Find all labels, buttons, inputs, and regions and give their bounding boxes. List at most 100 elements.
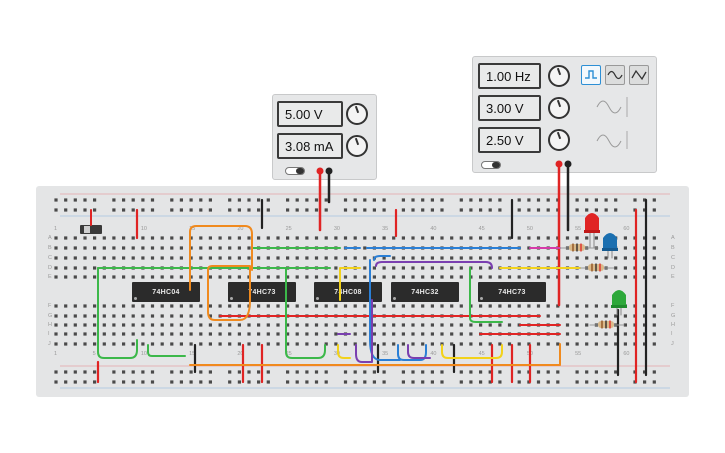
breadboard-hole[interactable] (170, 332, 174, 336)
breadboard-hole[interactable] (507, 275, 512, 279)
breadboard-hole[interactable] (440, 380, 444, 384)
breadboard-hole[interactable] (343, 256, 348, 260)
breadboard-hole[interactable] (228, 275, 232, 279)
breadboard-hole[interactable] (93, 266, 97, 270)
breadboard-hole[interactable] (643, 256, 647, 260)
breadboard-hole[interactable] (286, 275, 290, 279)
breadboard-hole[interactable] (411, 275, 415, 279)
breadboard-hole[interactable] (585, 275, 589, 279)
breadboard-hole[interactable] (459, 323, 463, 327)
breadboard-hole[interactable] (536, 256, 541, 260)
breadboard-hole[interactable] (353, 236, 357, 240)
breadboard-hole[interactable] (623, 342, 627, 346)
breadboard-hole[interactable] (498, 208, 502, 212)
wire[interactable] (397, 344, 427, 361)
chip-74hc32[interactable]: 74HC32 (391, 282, 459, 302)
breadboard-hole[interactable] (257, 380, 261, 384)
breadboard-hole[interactable] (536, 198, 541, 202)
breadboard-hole[interactable] (652, 323, 656, 327)
breadboard-hole[interactable] (208, 275, 212, 279)
breadboard-hole[interactable] (112, 370, 116, 374)
breadboard-hole[interactable] (392, 266, 396, 270)
breadboard-hole[interactable] (430, 380, 434, 384)
breadboard-hole[interactable] (363, 342, 367, 346)
breadboard-hole[interactable] (604, 256, 608, 260)
breadboard-hole[interactable] (614, 370, 618, 374)
breadboard-hole[interactable] (83, 198, 87, 202)
breadboard-hole[interactable] (247, 323, 251, 327)
breadboard-hole[interactable] (363, 380, 367, 384)
breadboard-hole[interactable] (546, 314, 550, 318)
breadboard-hole[interactable] (64, 256, 68, 260)
breadboard-hole[interactable] (131, 236, 135, 240)
breadboard-hole[interactable] (218, 275, 222, 279)
breadboard-hole[interactable] (575, 380, 579, 384)
wire[interactable] (189, 225, 253, 291)
breadboard-hole[interactable] (208, 198, 212, 202)
breadboard-hole[interactable] (228, 323, 232, 327)
breadboard-hole[interactable] (131, 370, 135, 374)
breadboard-hole[interactable] (266, 332, 270, 336)
breadboard-hole[interactable] (170, 275, 174, 279)
breadboard-hole[interactable] (170, 236, 174, 240)
breadboard-hole[interactable] (218, 323, 222, 327)
breadboard-hole[interactable] (353, 208, 357, 212)
supply-black-terminal-icon[interactable] (325, 167, 333, 175)
breadboard-hole[interactable] (228, 198, 232, 202)
breadboard-hole[interactable] (652, 236, 656, 240)
breadboard-hole[interactable] (363, 332, 367, 336)
breadboard-hole[interactable] (179, 208, 183, 212)
breadboard-hole[interactable] (64, 323, 68, 327)
breadboard-hole[interactable] (54, 323, 58, 327)
supply-red-terminal-icon[interactable] (316, 167, 324, 175)
breadboard-hole[interactable] (266, 304, 270, 308)
breadboard-hole[interactable] (411, 332, 415, 336)
breadboard-hole[interactable] (450, 236, 454, 240)
breadboard-hole[interactable] (199, 275, 203, 279)
breadboard-hole[interactable] (392, 332, 396, 336)
breadboard-hole[interactable] (594, 275, 598, 279)
breadboard-hole[interactable] (565, 314, 570, 318)
breadboard-hole[interactable] (459, 304, 463, 308)
breadboard-hole[interactable] (363, 256, 367, 260)
breadboard-hole[interactable] (54, 342, 58, 346)
breadboard-hole[interactable] (257, 208, 261, 212)
breadboard-hole[interactable] (536, 380, 541, 384)
breadboard-hole[interactable] (170, 323, 174, 327)
amplitude-knob-icon[interactable] (548, 97, 570, 119)
generator-red-terminal-icon[interactable] (555, 160, 563, 168)
wire[interactable] (369, 259, 401, 361)
breadboard-hole[interactable] (93, 198, 97, 202)
breadboard-hole[interactable] (614, 266, 618, 270)
breadboard-hole[interactable] (208, 342, 212, 346)
breadboard-hole[interactable] (652, 246, 656, 250)
wire[interactable] (375, 261, 493, 269)
breadboard-hole[interactable] (652, 208, 656, 212)
breadboard-hole[interactable] (575, 332, 579, 336)
breadboard-hole[interactable] (199, 342, 203, 346)
breadboard-hole[interactable] (450, 323, 454, 327)
breadboard-hole[interactable] (450, 275, 454, 279)
breadboard-hole[interactable] (266, 380, 270, 384)
breadboard-hole[interactable] (150, 236, 155, 240)
breadboard-hole[interactable] (179, 246, 183, 250)
breadboard-hole[interactable] (179, 314, 183, 318)
breadboard-hole[interactable] (507, 304, 512, 308)
breadboard-hole[interactable] (179, 304, 183, 308)
breadboard-hole[interactable] (286, 236, 290, 240)
breadboard-hole[interactable] (652, 332, 656, 336)
breadboard-hole[interactable] (575, 314, 579, 318)
breadboard-hole[interactable] (228, 246, 232, 250)
breadboard-hole[interactable] (189, 246, 193, 250)
breadboard-hole[interactable] (179, 370, 183, 374)
breadboard-hole[interactable] (479, 342, 483, 346)
breadboard-hole[interactable] (160, 332, 164, 336)
breadboard-hole[interactable] (614, 208, 618, 212)
frequency-knob-icon[interactable] (548, 65, 570, 87)
breadboard-hole[interactable] (247, 198, 251, 202)
breadboard-hole[interactable] (150, 304, 155, 308)
generator-black-terminal-icon[interactable] (564, 160, 572, 168)
breadboard-hole[interactable] (421, 332, 425, 336)
breadboard-hole[interactable] (585, 198, 589, 202)
breadboard-hole[interactable] (93, 323, 97, 327)
